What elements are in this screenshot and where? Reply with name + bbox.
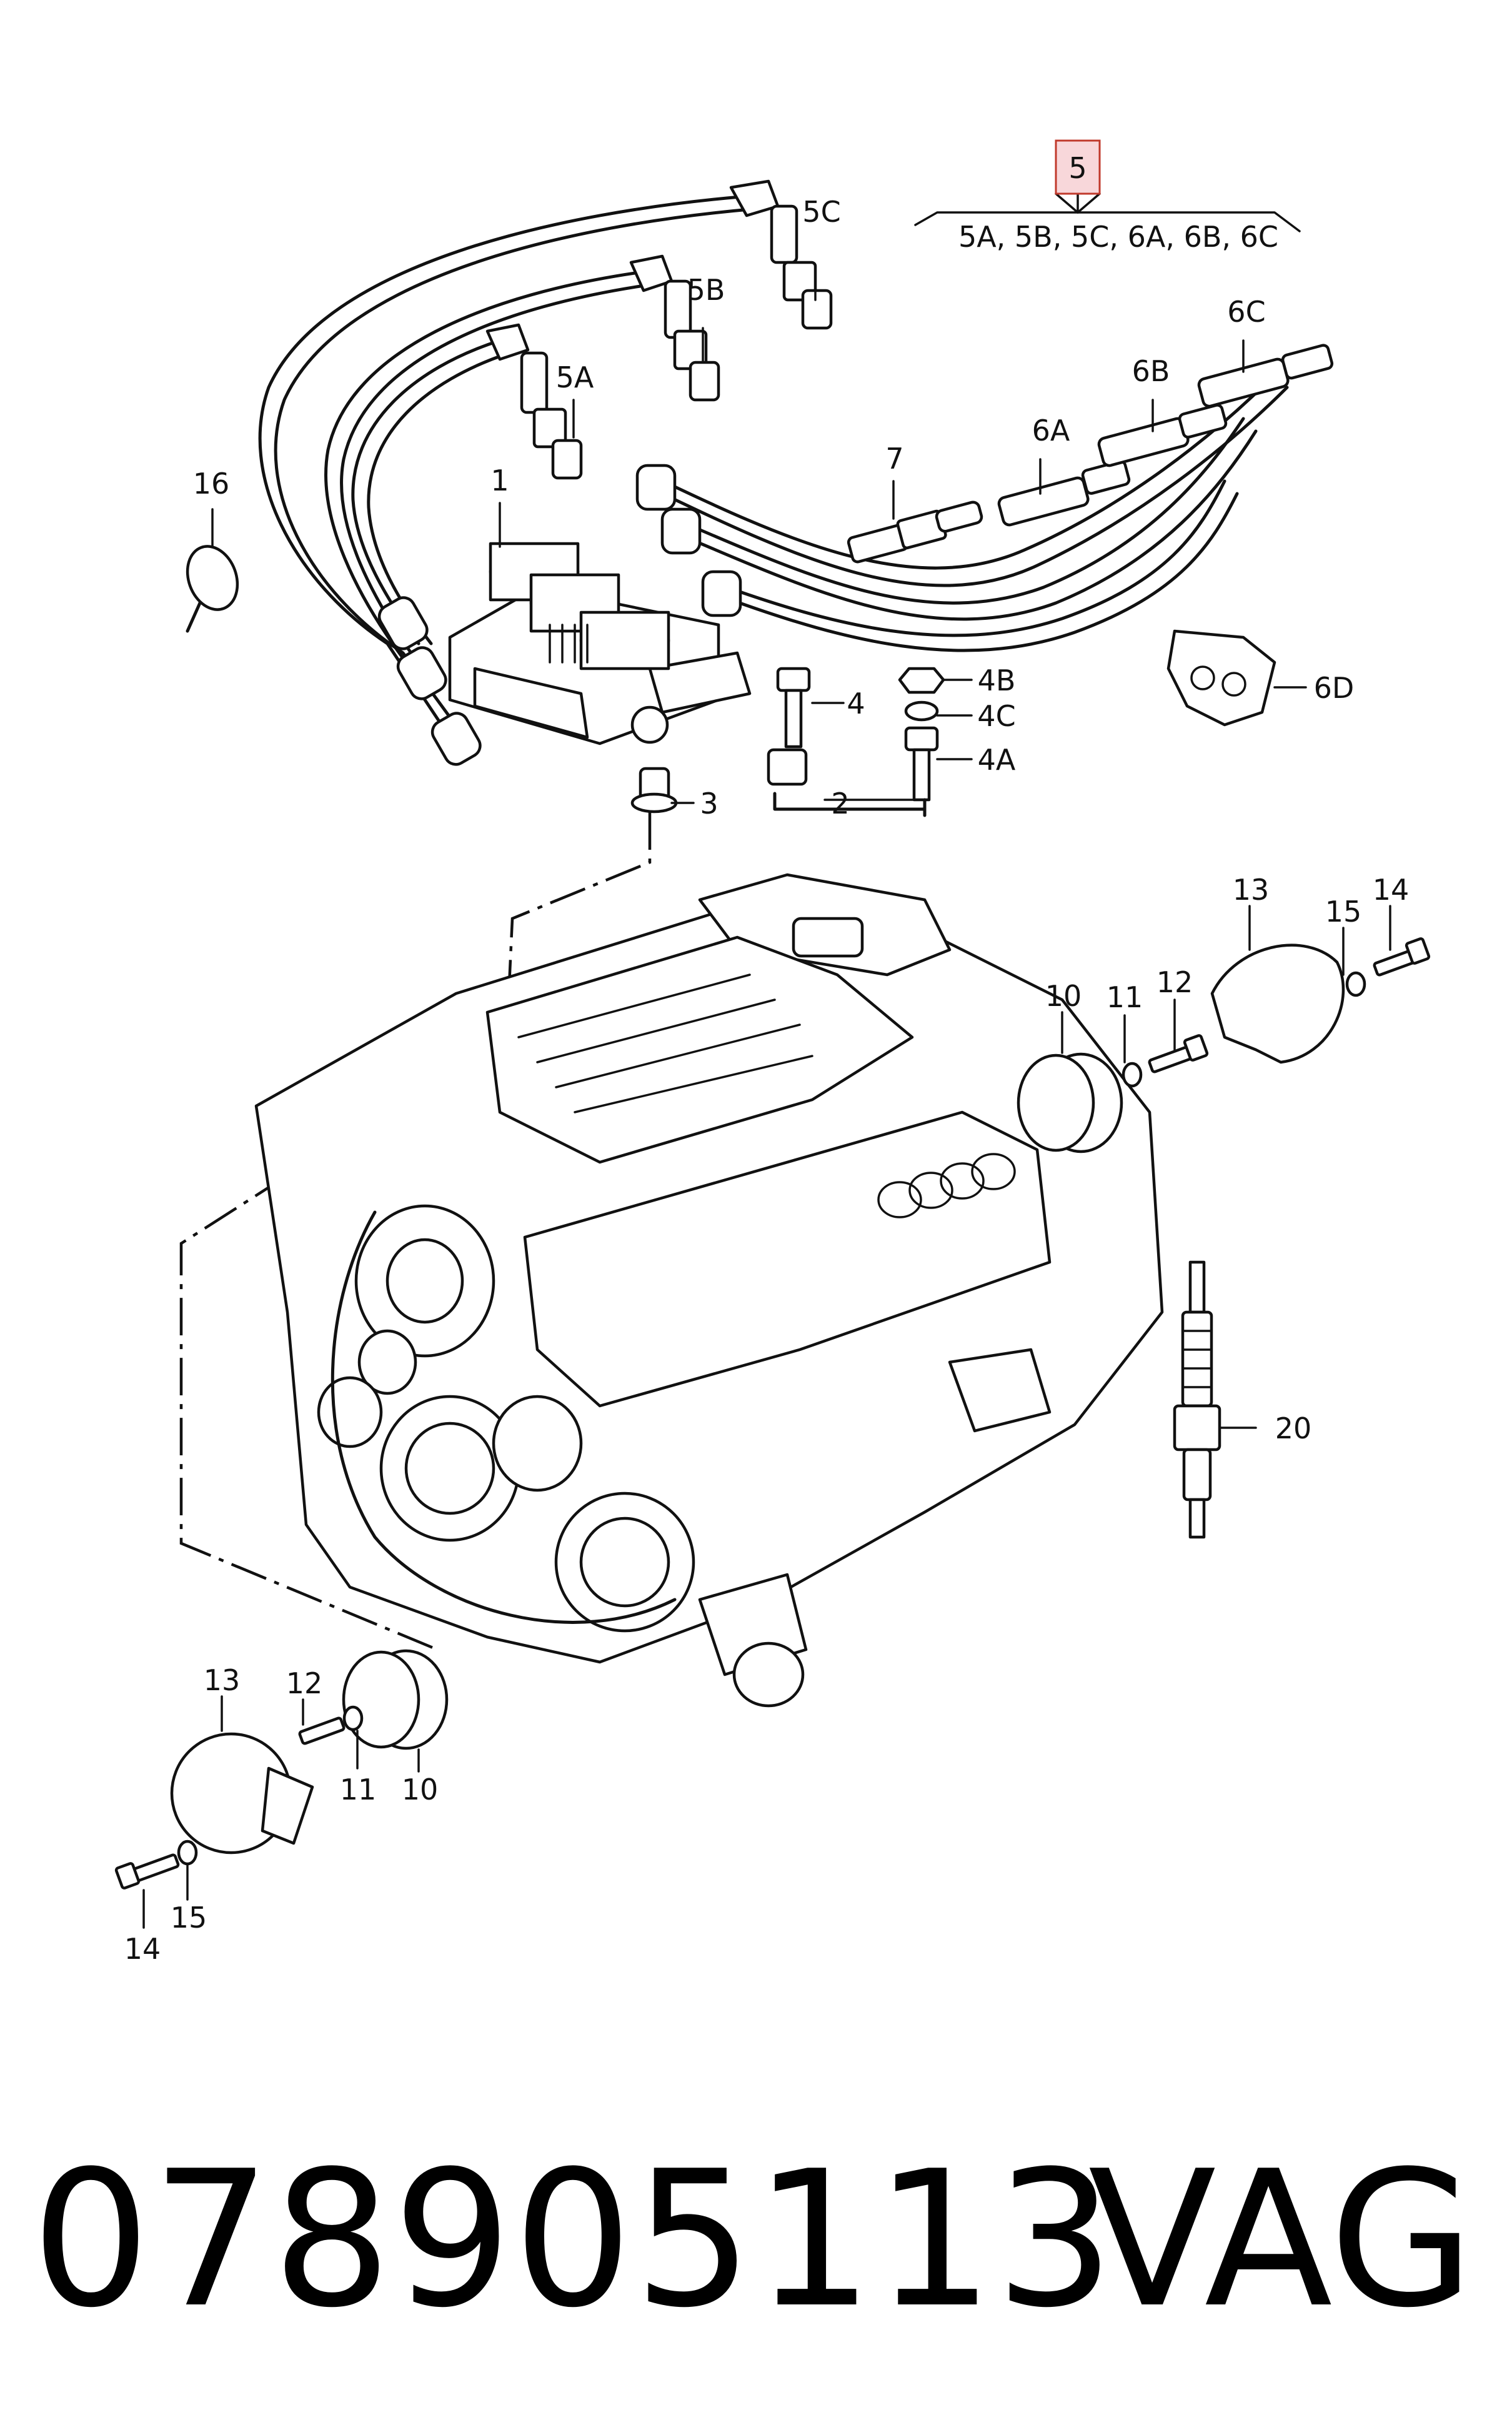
callout-4C[interactable]: 4C	[977, 699, 1015, 733]
callout-4[interactable]: 4	[847, 687, 865, 720]
callout-12-lower[interactable]: 12	[286, 1666, 323, 1700]
callout-6A[interactable]: 6A	[1032, 414, 1070, 447]
lead-holder-6D	[1166, 629, 1276, 727]
callout-3[interactable]: 3	[700, 787, 718, 820]
callout-13-upper[interactable]: 13	[1233, 873, 1270, 907]
part-number: 078905113	[31, 2131, 1116, 2349]
callout-5-group: 5A, 5B, 5C, 6A, 6B, 6C	[958, 220, 1278, 254]
callout-4A[interactable]: 4A	[978, 743, 1016, 777]
callout-10-lower[interactable]: 10	[402, 1773, 439, 1806]
callout-6B[interactable]: 6B	[1132, 354, 1170, 388]
callout-12-upper[interactable]: 12	[1156, 965, 1193, 999]
callout-6C[interactable]: 6C	[1227, 295, 1265, 329]
callout-15-upper[interactable]: 15	[1325, 895, 1362, 929]
callout-14-lower[interactable]: 14	[124, 1932, 161, 1966]
callout-5[interactable]: 5	[1068, 151, 1087, 185]
callout-2[interactable]: 2	[831, 787, 849, 820]
fasteners-right	[1017, 937, 1431, 1153]
callout-4B[interactable]: 4B	[978, 664, 1016, 697]
callout-20[interactable]: 20	[1275, 1412, 1312, 1445]
cable-clip-16	[186, 545, 239, 633]
spark-plug-connectors-6	[847, 344, 1334, 564]
callout-1[interactable]: 1	[490, 464, 509, 497]
callout-13-lower[interactable]: 13	[204, 1663, 241, 1697]
brand-name: VAG	[1088, 2131, 1475, 2349]
callout-14-upper[interactable]: 14	[1373, 873, 1410, 907]
callout-7[interactable]: 7	[885, 442, 903, 476]
callout-10-upper[interactable]: 10	[1045, 979, 1082, 1013]
fasteners-lower-left	[114, 1649, 449, 1890]
spark-plug-connectors-5	[485, 179, 833, 480]
callout-5-highlight[interactable]	[1055, 139, 1101, 195]
footer: 078905113 VAG	[25, 2115, 1487, 2378]
brand-rings-logo	[877, 1153, 1016, 1218]
engine-block	[254, 873, 1164, 1708]
callout-11-upper[interactable]: 11	[1107, 980, 1143, 1014]
ignition-coil-1	[448, 542, 752, 745]
callout-16[interactable]: 16	[193, 467, 230, 500]
callout-15-lower[interactable]: 15	[171, 1901, 207, 1935]
glow-plug-20	[1173, 1260, 1221, 1539]
callout-11-lower[interactable]: 11	[340, 1773, 377, 1806]
callout-6D[interactable]: 6D	[1314, 671, 1355, 705]
ignition-leads	[258, 195, 1289, 766]
callout-5B[interactable]: 5B	[687, 273, 725, 307]
label-leaders	[142, 192, 1391, 1929]
callout-5C[interactable]: 5C	[802, 195, 840, 229]
callout-5A[interactable]: 5A	[556, 361, 594, 394]
